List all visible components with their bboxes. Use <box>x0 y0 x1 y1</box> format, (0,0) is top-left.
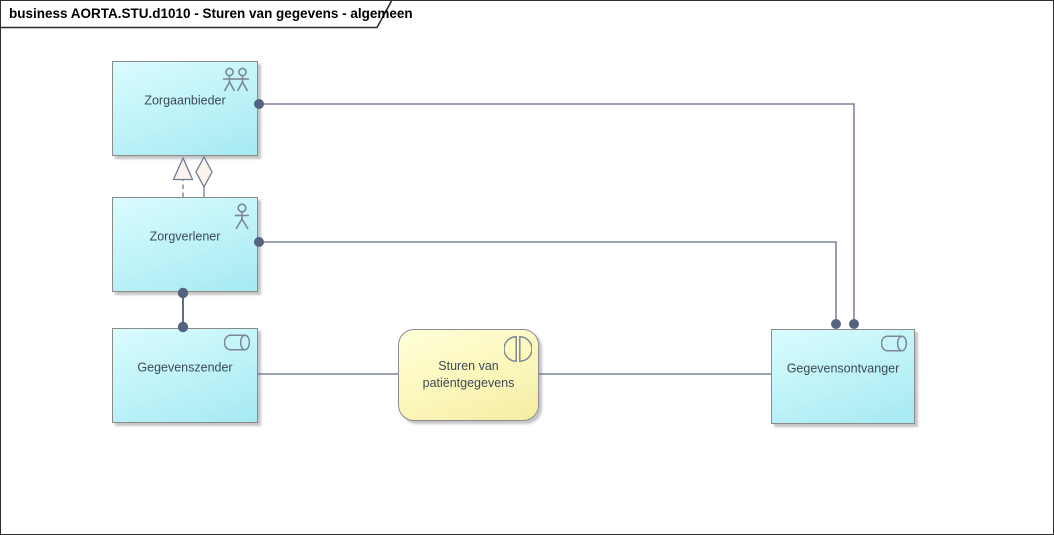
node-label-line2: patiëntgegevens <box>422 376 515 390</box>
business-interaction-icon <box>504 335 532 363</box>
node-sturen-van-patientgegevens[interactable]: Sturen van patiëntgegevens <box>398 329 539 421</box>
business-role-icon <box>881 335 908 352</box>
node-label: Zorgverlener <box>149 229 221 244</box>
assignment-zorgverlener-gegevensontvanger[interactable] <box>254 237 841 329</box>
node-label: Zorgaanbieder <box>144 93 226 108</box>
node-gegevensontvanger[interactable]: Gegevensontvanger <box>771 329 915 424</box>
node-label: Sturen van patiëntgegevens <box>399 358 538 392</box>
assignment-zorgverlener-gegevenszender[interactable] <box>177 287 189 333</box>
business-role-icon <box>224 334 251 351</box>
node-label: Gegevenszender <box>137 360 233 375</box>
diagram-title: business AORTA.STU.d1010 - Sturen van ge… <box>9 6 413 21</box>
business-collaboration-icon <box>221 67 251 93</box>
node-label-line1: Sturen van <box>438 359 499 373</box>
assignment-zorgaanbieder-gegevensontvanger[interactable] <box>254 99 859 329</box>
business-actor-icon <box>233 203 251 231</box>
aggregation-zorgverlener-zorgaanbieder[interactable] <box>195 155 213 197</box>
node-zorgverlener[interactable]: Zorgverlener <box>112 197 258 292</box>
realization-zorgverlener-zorgaanbieder[interactable] <box>172 156 194 197</box>
node-label: Gegevensontvanger <box>786 361 900 376</box>
node-gegevenszender[interactable]: Gegevenszender <box>112 328 258 423</box>
node-zorgaanbieder[interactable]: Zorgaanbieder <box>112 61 258 156</box>
